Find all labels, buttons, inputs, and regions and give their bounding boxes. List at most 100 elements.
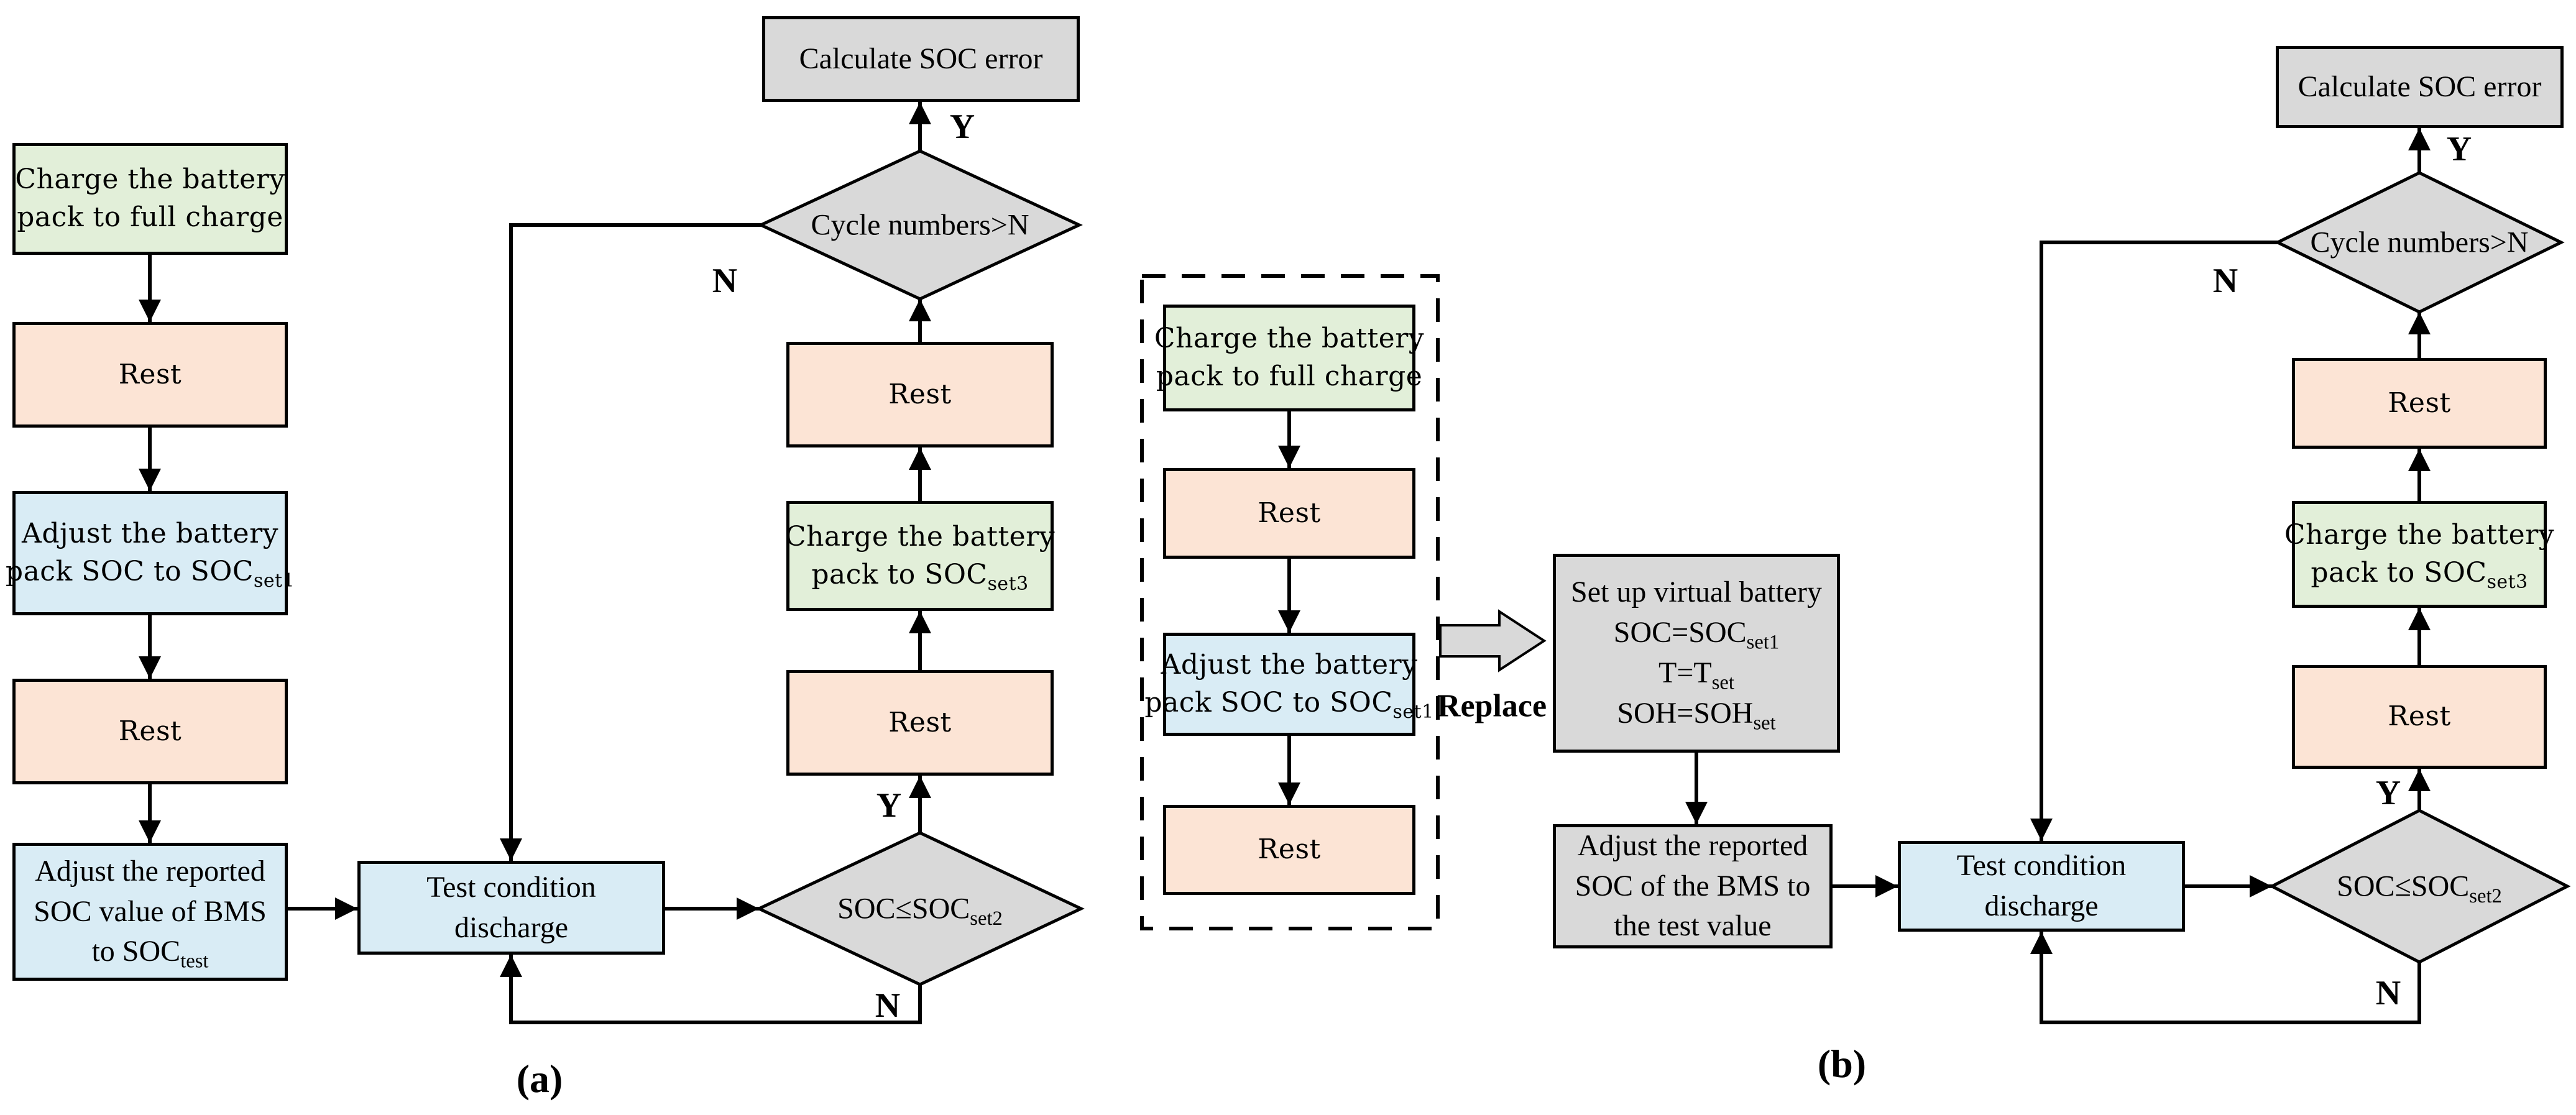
- text-segment: to SOC: [91, 935, 181, 968]
- diamond-b-soc-label: SOC≤SOCset2: [2337, 870, 2502, 908]
- node-b-calculate-error: Calculate SOC error: [2276, 46, 2564, 128]
- node-b-rest-1: Rest: [2292, 665, 2547, 769]
- label-b-soc-yes: Y: [2375, 774, 2401, 812]
- subscript: set2: [970, 907, 1003, 930]
- text-segment: pack to SOC: [2311, 557, 2487, 589]
- text-segment: pack SOC to SOC: [5, 556, 254, 587]
- text-line: pack to full charge: [17, 201, 283, 233]
- text-segment: pack SOC to SOC: [1144, 687, 1393, 718]
- text-line: Rest: [2388, 387, 2451, 419]
- text-line: discharge: [1984, 889, 2099, 922]
- text-line: Test condition: [426, 870, 596, 904]
- subscript: set1: [1392, 700, 1434, 723]
- text-line: Rest: [118, 358, 182, 390]
- arrow-a-soc-no-loop: [500, 955, 922, 1024]
- text-line: pack to SOCset3: [785, 556, 1055, 594]
- node-m-rest-2: Rest: [1163, 805, 1415, 895]
- text-line: Charge the battery: [15, 163, 285, 196]
- text-line: SOC of the BMS to: [1575, 869, 1811, 902]
- node-a-calculate-error: Calculate SOC error: [762, 16, 1080, 102]
- text-line: Calculate SOC error: [2298, 70, 2542, 103]
- text-line: Calculate SOC error: [799, 42, 1043, 75]
- node-a-test-discharge: Test condition discharge: [357, 861, 665, 955]
- diamond-a-soc-label: SOC≤SOCset2: [837, 892, 1003, 929]
- diamond-b-cycle-check: [2274, 171, 2565, 314]
- text-line: T=Tset: [1571, 653, 1822, 694]
- node-a-rest-1: Rest: [12, 322, 288, 428]
- text-line: pack SOC to SOCset1: [6, 553, 295, 591]
- text-segment: SOH=SOH: [1617, 696, 1754, 730]
- diamond-a-soc-check: [755, 831, 1085, 986]
- node-a-charge-set3: Charge the battery pack to SOCset3: [784, 501, 1056, 611]
- subscript: set2: [2469, 885, 2502, 908]
- text-line: Rest: [1258, 833, 1321, 866]
- node-b-test-discharge: Test condition discharge: [1898, 841, 2185, 932]
- caption-a: (a): [516, 1057, 563, 1101]
- arrow-b-cycle-no-loop: [2030, 241, 2278, 841]
- diamond-a-cycle-check: [757, 149, 1083, 301]
- text-line: Rest: [118, 715, 182, 747]
- text-line: Adjust the reported: [1577, 828, 1808, 862]
- text-segment: SOC≤SOC: [2337, 870, 2470, 903]
- node-b-rest-2: Rest: [2292, 358, 2547, 449]
- text-line: Charge the battery: [784, 520, 1056, 553]
- label-b-soc-no: N: [2375, 974, 2401, 1012]
- label-b-cycle-yes: Y: [2446, 130, 2472, 168]
- text-line: pack to SOCset3: [2284, 554, 2554, 592]
- node-a-adjust-pack-soc: Adjust the battery pack SOC to SOCset1: [6, 491, 295, 615]
- text-line: Charge the battery: [2284, 519, 2555, 551]
- text-line: Charge the battery: [1154, 323, 1425, 355]
- text-line: Rest: [2388, 700, 2451, 733]
- node-m-virtual-battery: Set up virtual battery SOC=SOCset1 T=Tse…: [1553, 554, 1840, 753]
- subscript: set1: [254, 569, 295, 592]
- text-line: pack SOC to SOCset1: [1144, 684, 1433, 722]
- text-line: pack to full charge: [1156, 360, 1423, 392]
- label-a-cycle-no: N: [712, 262, 738, 300]
- diamond-b-soc-check: [2268, 809, 2571, 964]
- subscript: set: [1711, 671, 1734, 694]
- arrow-b-soc-no-loop: [2030, 932, 2421, 1024]
- node-m-adjust-reported: Adjust the reported SOC of the BMS to th…: [1553, 824, 1833, 948]
- text-line: Adjust the battery: [1161, 649, 1418, 681]
- subscript: set3: [2486, 571, 2528, 593]
- text-line: Rest: [888, 378, 952, 410]
- text-line: Adjust the battery: [22, 518, 278, 550]
- text-line: discharge: [454, 911, 569, 944]
- label-a-cycle-yes: Y: [949, 108, 975, 146]
- node-m-rest-1: Rest: [1163, 468, 1415, 559]
- node-m-charge-full: Charge the battery pack to full charge: [1154, 305, 1424, 411]
- text-line: Test condition: [1956, 849, 2127, 883]
- text-line: to SOCtest: [34, 932, 267, 972]
- subscript: test: [180, 950, 209, 973]
- subscript: set1: [1746, 631, 1780, 654]
- text-segment: SOC≤SOC: [837, 892, 970, 925]
- replace-label: Replace: [1437, 688, 1547, 724]
- node-a-charge-full: Charge the battery pack to full charge: [12, 143, 288, 255]
- replace-arrow-icon: [1439, 609, 1547, 672]
- text-line: Rest: [1258, 497, 1321, 529]
- text-line: the test value: [1614, 909, 1772, 943]
- node-a-rest-2: Rest: [12, 679, 288, 784]
- label-a-soc-no: N: [875, 986, 901, 1025]
- text-line: SOC value of BMS: [34, 894, 267, 928]
- node-a-rest-4: Rest: [786, 342, 1054, 447]
- text-line: SOH=SOHset: [1571, 694, 1822, 734]
- label-b-cycle-no: N: [2212, 262, 2238, 300]
- text-line: SOC=SOCset1: [1571, 613, 1822, 653]
- diamond-a-cycle-label: Cycle numbers>N: [811, 208, 1029, 242]
- subscript: set: [1753, 712, 1776, 735]
- node-a-rest-3: Rest: [786, 670, 1054, 776]
- node-b-charge-set3: Charge the battery pack to SOCset3: [2284, 501, 2554, 608]
- subscript: set3: [987, 572, 1029, 595]
- caption-b: (b): [1817, 1042, 1867, 1086]
- text-line: Set up virtual battery: [1571, 576, 1822, 609]
- node-a-adjust-reported-bms: Adjust the reported SOC value of BMS to …: [12, 843, 288, 981]
- arrow-a-cycle-no-loop: [500, 223, 761, 861]
- text-segment: SOC=SOC: [1613, 616, 1747, 649]
- label-a-soc-yes: Y: [876, 786, 902, 825]
- text-line: Rest: [888, 706, 952, 738]
- diamond-b-cycle-label: Cycle numbers>N: [2310, 226, 2529, 259]
- text-line: Adjust the reported: [35, 854, 265, 888]
